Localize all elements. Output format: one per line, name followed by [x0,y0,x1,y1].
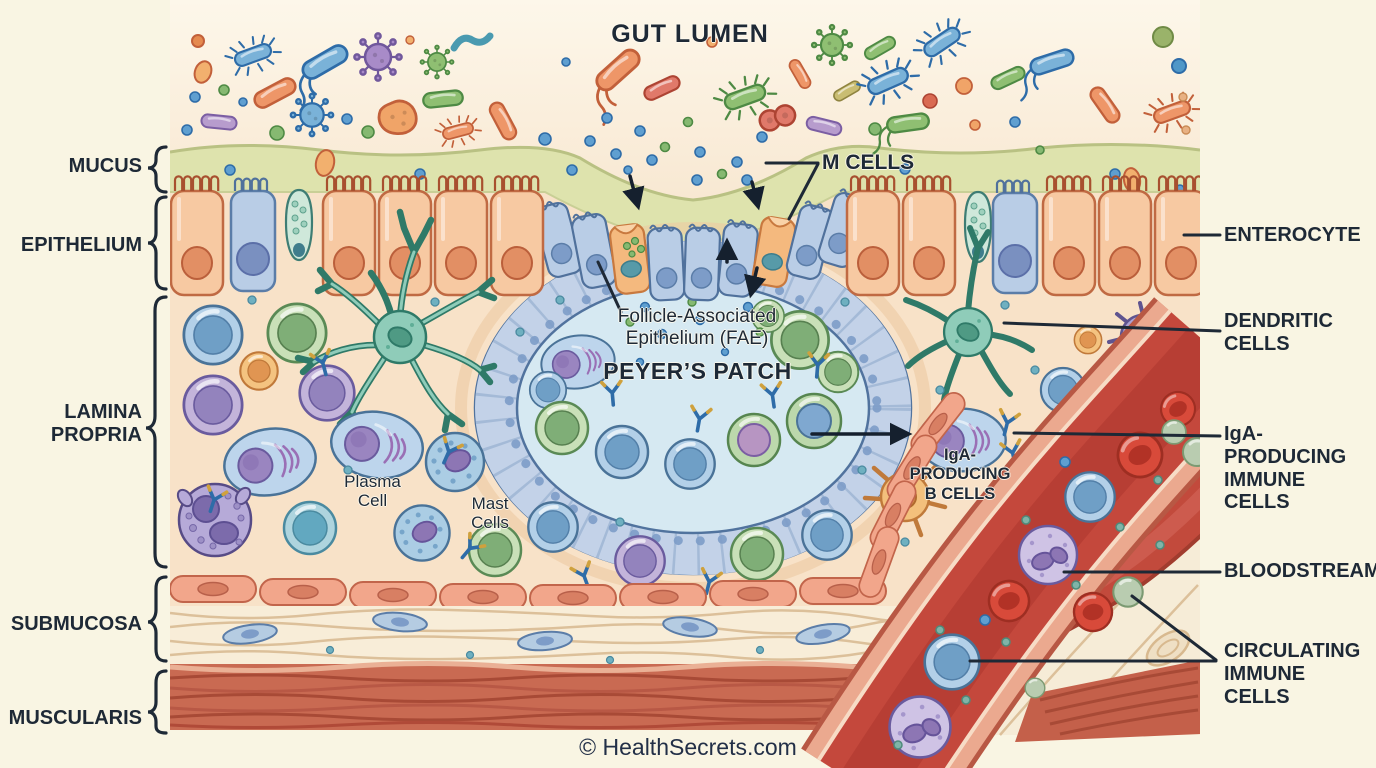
leader-iga-immune [1012,431,1222,438]
layer-braces [145,145,168,735]
brace-mucus [147,145,168,194]
label-plasma-cell: Plasma Cell [344,472,401,511]
label-bloodstream: BLOODSTREAM [1224,560,1376,582]
label-epithelium: EPITHELIUM [20,234,142,256]
mast-cell [393,504,451,562]
label-enterocyte: ENTEROCYTE [1224,224,1361,246]
enterocyte-cell [1097,174,1153,297]
label-dendritic-cells: DENDRITIC CELLS [1224,310,1333,355]
label-fae: Follicle-Associated Epithelium (FAE) [617,306,777,349]
label-iga-immune-cells: IgA-PRODUCING IMMUNE CELLS [1224,423,1347,514]
brace-epithelium [147,195,168,291]
label-peyers-patch: PEYER’S PATCH [603,358,792,384]
brace-muscularis [147,669,168,735]
leader-lines [596,161,1222,663]
leader-mcells-2 [787,162,820,221]
arrow-antigen-4 [744,266,767,299]
muscularis-corner [1015,660,1200,742]
brace-submucosa [147,575,168,663]
page-title: GUT LUMEN [611,20,769,48]
vessel-cells [888,384,1200,759]
label-submucosa: SUBMUCOSA [10,613,142,635]
arrow-antigen-1 [622,174,645,211]
m-cell [607,222,653,296]
leader-circulating-1 [1130,594,1218,662]
dendritic-cell [903,225,1035,403]
lumen-bacteria [181,9,1200,156]
label-muscularis: MUSCULARIS [8,707,142,729]
lumen-particles [181,26,1191,155]
label-iga-b-cells: IgA- PRODUCING B CELLS [909,446,1011,503]
flow-arrows [622,174,913,446]
follicle-associated-epithelium [530,186,872,302]
label-mast-cells: Mast Cells [471,494,509,533]
goblet-secretion-icon [314,149,336,177]
leader-dendritic [1002,321,1222,333]
leader-fae [596,260,623,314]
label-m-cells: M CELLS [822,151,915,174]
arrow-antigen-2 [742,180,765,211]
antigen-particles [566,112,768,186]
copyright-text: © HealthSecrets.com [579,734,797,760]
follicle-capsule-cells [475,241,911,575]
label-mucus: MUCUS [68,155,142,177]
label-circulating-immune-cells: CIRCULATING IMMUNE CELLS [1224,640,1361,708]
mast-cell [424,431,486,493]
label-lamina-propria: LAMINA PROPRIA [50,401,142,446]
lamina-propria-cells [173,208,1179,598]
neutrophil-cell [1017,524,1079,586]
circulating-lymphocyte [1063,470,1117,524]
brace-lamina-propria [145,295,168,569]
